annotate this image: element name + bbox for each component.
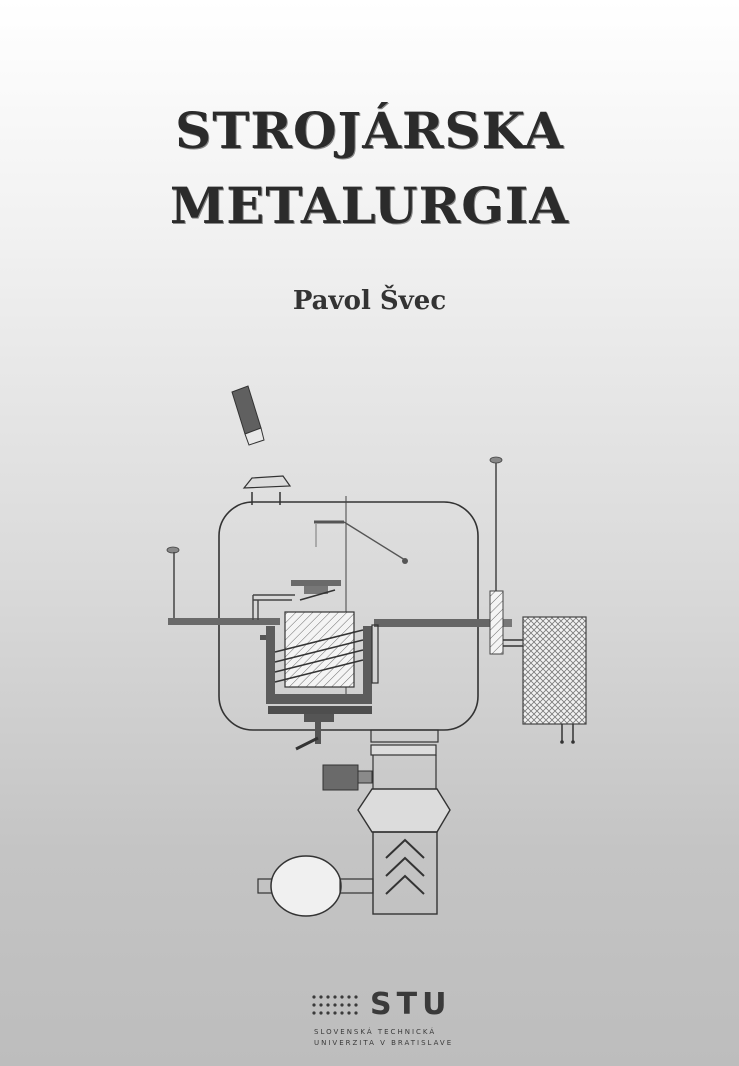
charging-hatch xyxy=(242,475,292,505)
vacuum-neck xyxy=(370,729,439,789)
title-line-2: METALURGIA xyxy=(169,176,570,235)
valve-actuator xyxy=(322,764,373,791)
stu-logo-text: STU xyxy=(370,987,452,1022)
power-supply-box xyxy=(522,616,587,725)
tapping-spout xyxy=(295,714,334,751)
furnace-schematic-illustration xyxy=(166,385,587,917)
author-name: Pavol Švec xyxy=(292,286,447,316)
crucible-base xyxy=(268,706,372,714)
stu-logo-dots xyxy=(312,995,358,1015)
right-rod xyxy=(489,456,503,592)
crucible-cap xyxy=(252,580,341,620)
gate-valve xyxy=(357,788,451,833)
backing-pump xyxy=(257,855,374,917)
vacuum-pump xyxy=(372,831,438,915)
ingot-shape xyxy=(231,385,265,446)
title-line-1: STROJÁRSKA xyxy=(175,101,564,160)
stu-logo: STU SLOVENSKÁ TECHNICKÁ UNIVERZITA V BRA… xyxy=(310,987,460,1060)
induction-coil xyxy=(260,624,379,704)
bar-connector xyxy=(503,619,512,627)
publisher-name-line-2: UNIVERZITA V BRATISLAVE xyxy=(314,1039,454,1047)
crucible xyxy=(284,611,355,688)
vacuum-chamber xyxy=(218,501,479,731)
tilt-lever xyxy=(314,520,408,564)
publisher-name-line-1: SLOVENSKÁ TECHNICKÁ xyxy=(314,1028,437,1036)
support-bar-left xyxy=(168,618,280,625)
power-terminals xyxy=(560,724,575,744)
support-bar-right xyxy=(374,619,492,627)
left-rod xyxy=(166,546,180,620)
wall-feedthrough xyxy=(489,590,504,655)
